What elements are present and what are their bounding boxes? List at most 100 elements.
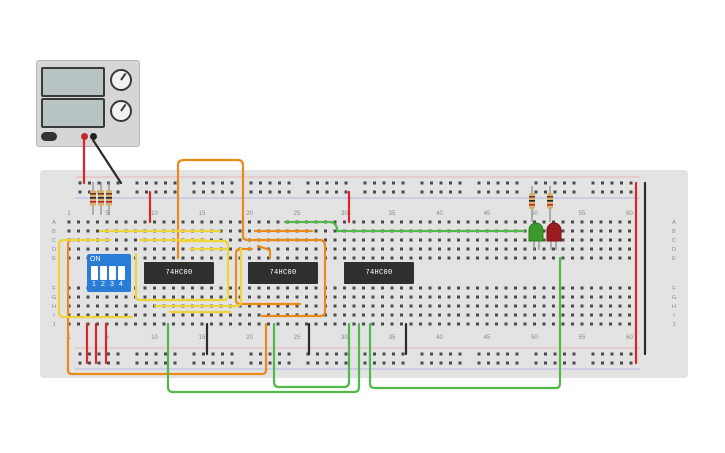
column-labels: 1155101015152020252530303535404045455050…	[67, 211, 633, 341]
hole	[609, 256, 612, 260]
hole	[609, 238, 612, 242]
positive-terminal[interactable]	[81, 133, 88, 140]
hole	[466, 238, 470, 242]
rail-hole	[287, 190, 291, 194]
chip-1-74hc00[interactable]: 74HC00	[144, 262, 214, 284]
wire-orange	[256, 244, 272, 260]
column-label-bottom: 15	[199, 335, 206, 341]
hole	[305, 256, 308, 260]
rail-hole	[78, 361, 82, 365]
rail-hole	[135, 190, 139, 194]
chip-2-74hc00[interactable]: 74HC00	[248, 262, 318, 284]
hole	[504, 220, 508, 224]
rail-hole	[477, 190, 481, 194]
rail-hole	[230, 181, 234, 185]
hole	[390, 313, 394, 317]
rail-hole	[534, 181, 538, 185]
hole	[229, 322, 232, 326]
rail-hole	[382, 190, 386, 194]
hole	[419, 256, 422, 260]
voltage-knob[interactable]	[110, 69, 132, 91]
hole	[324, 229, 327, 233]
rail-hole	[268, 181, 272, 185]
negative-terminal[interactable]	[90, 133, 97, 140]
hole	[96, 313, 99, 317]
hole	[580, 256, 584, 260]
rail-hole	[544, 190, 547, 194]
hole	[618, 256, 622, 260]
hole	[504, 238, 508, 242]
hole	[362, 322, 365, 326]
hole	[476, 256, 479, 260]
hole	[542, 304, 546, 308]
rail-hole	[629, 361, 633, 365]
hole	[561, 286, 565, 290]
power-switch[interactable]	[41, 132, 57, 141]
dip-switch-2[interactable]	[100, 266, 107, 280]
rail-hole	[458, 352, 462, 356]
dip-number-4: 4	[119, 281, 123, 288]
dip-switch[interactable]: ON 1 2 3 4	[87, 254, 131, 292]
hole	[504, 304, 508, 308]
rail-hole	[249, 361, 253, 365]
hole	[352, 256, 356, 260]
hole	[390, 220, 394, 224]
current-display	[41, 98, 105, 128]
hole	[115, 304, 118, 308]
hole	[305, 286, 308, 290]
column-label-bottom: 60	[626, 335, 633, 341]
chip-3-label: 74HC00	[365, 269, 393, 277]
hole	[514, 286, 517, 290]
rail-hole	[553, 352, 557, 356]
hole	[409, 220, 413, 224]
rail-hole	[382, 352, 386, 356]
hole	[590, 247, 593, 251]
hole	[514, 256, 517, 260]
hole	[438, 313, 441, 317]
chip-2-label: 74HC00	[269, 269, 297, 277]
dip-switch-3[interactable]	[109, 266, 116, 280]
rail-hole	[553, 361, 557, 365]
hole	[514, 304, 517, 308]
rail-hole	[259, 190, 262, 194]
rail-hole	[173, 190, 177, 194]
rail-hole	[88, 181, 91, 185]
rail-hole	[97, 361, 101, 365]
rail-hole	[306, 190, 310, 194]
hole	[295, 286, 299, 290]
dip-switch-4[interactable]	[118, 266, 125, 280]
hole	[533, 313, 536, 317]
hole	[552, 304, 555, 308]
rail-hole	[335, 352, 338, 356]
hole	[276, 322, 280, 326]
chip-3-74hc00[interactable]: 74HC00	[344, 262, 414, 284]
hole	[476, 286, 479, 290]
rail-hole	[278, 352, 281, 356]
hole	[248, 304, 251, 308]
hole	[552, 322, 555, 326]
hole	[134, 220, 137, 224]
current-knob[interactable]	[110, 100, 132, 122]
hole	[333, 313, 337, 317]
power-supply[interactable]	[36, 60, 140, 147]
hole	[580, 304, 584, 308]
column-label-top: 55	[579, 211, 586, 217]
dip-switch-1[interactable]	[91, 266, 98, 280]
row-label-right: E	[672, 256, 676, 262]
hole	[599, 313, 603, 317]
hole	[495, 286, 498, 290]
hole	[457, 322, 460, 326]
hole	[181, 286, 185, 290]
rail-hole	[344, 361, 348, 365]
hole	[343, 256, 346, 260]
hole	[609, 229, 612, 233]
hole	[542, 286, 546, 290]
hole	[115, 220, 118, 224]
hole	[248, 256, 251, 260]
hole	[561, 229, 565, 233]
rail-hole	[154, 181, 158, 185]
power-rail-lines	[75, 176, 640, 370]
hole	[542, 238, 546, 242]
